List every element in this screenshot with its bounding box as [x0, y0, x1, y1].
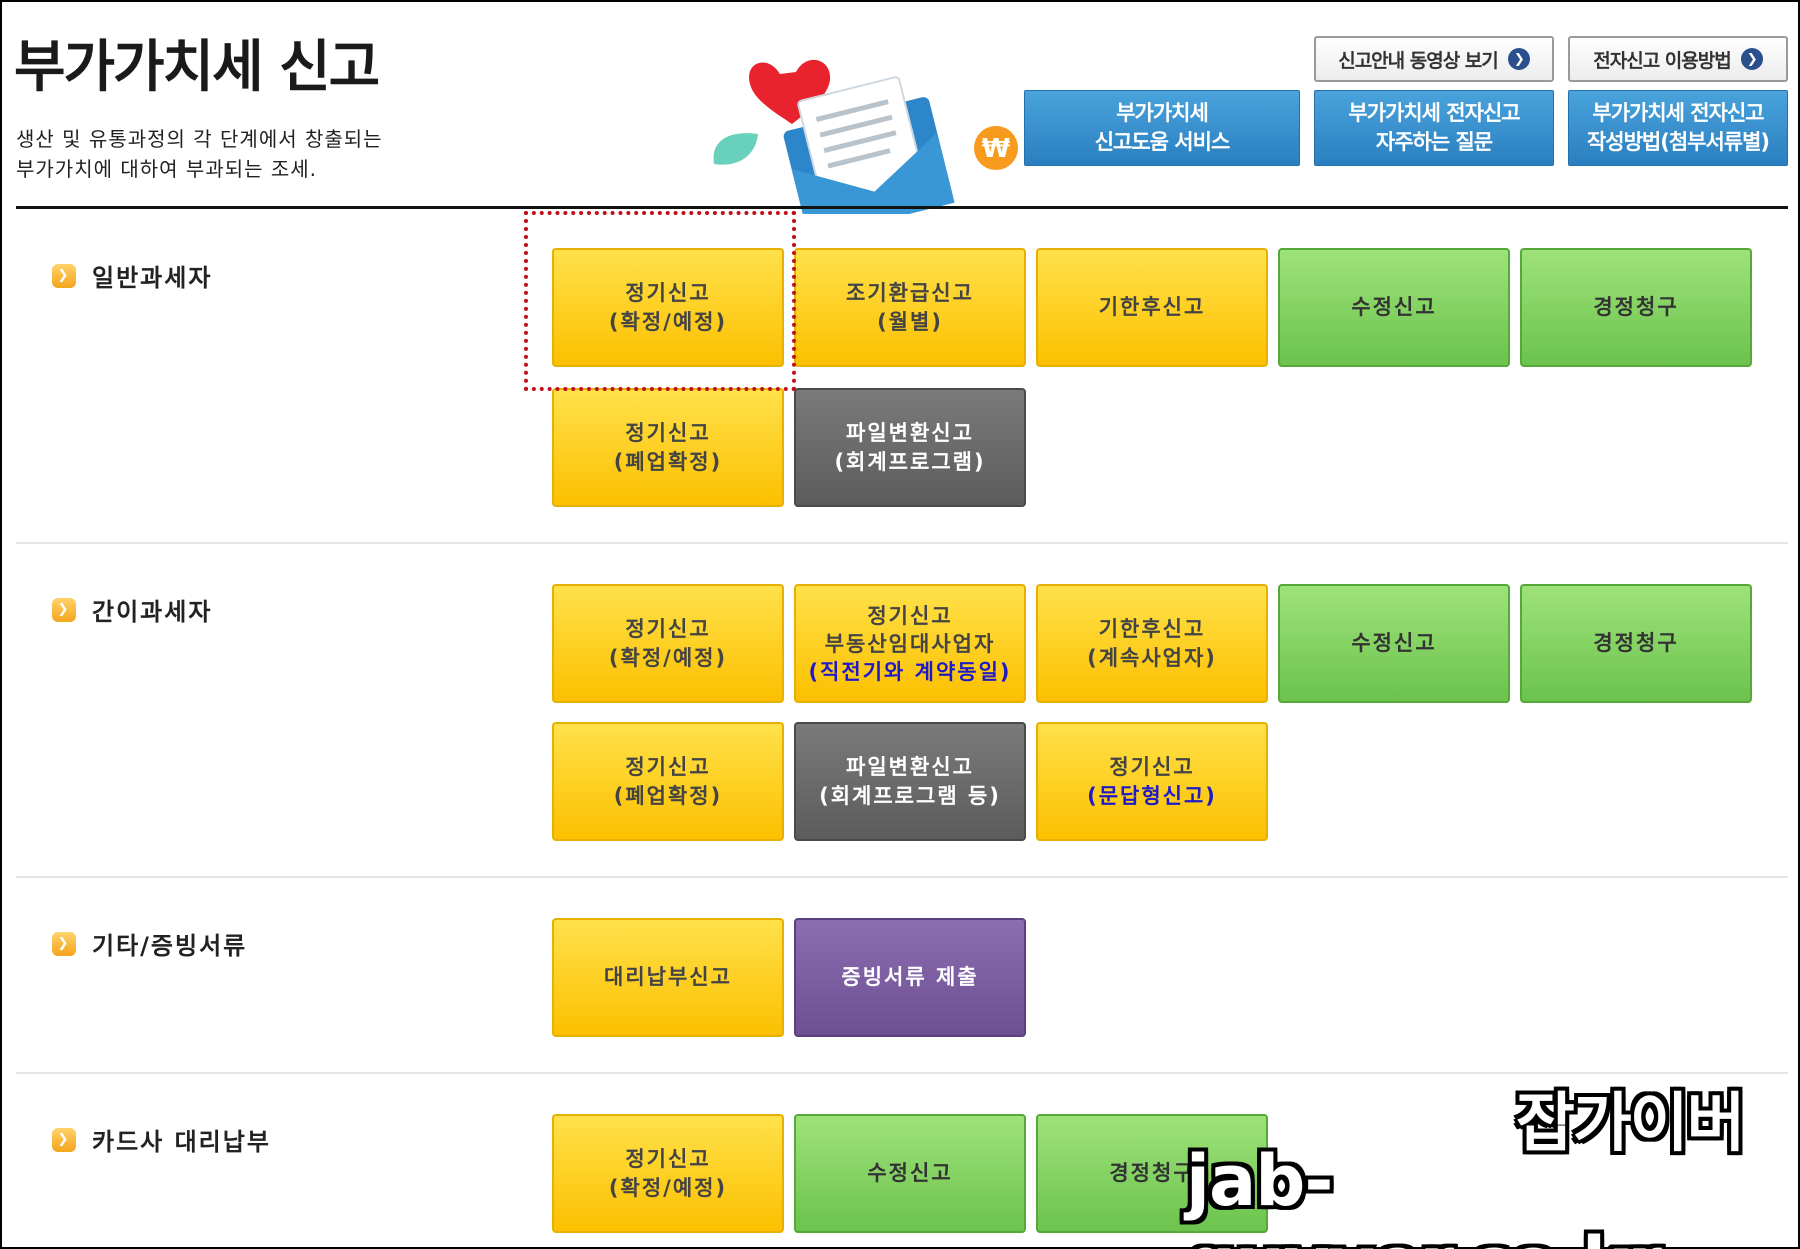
card-amended-filing-button[interactable]: 수정신고 — [794, 1114, 1026, 1233]
usage-guide-label: 전자신고 이용방법 — [1593, 49, 1731, 72]
tile-line: 조기환급신고 — [846, 280, 974, 305]
tile-line: 정기신고 — [625, 754, 711, 779]
section-label-card: ❯ 카드사 대리납부 — [52, 1122, 271, 1157]
section-divider — [16, 1072, 1788, 1074]
circle-arrow-icon: ❯ — [1507, 48, 1530, 70]
tile-line: (확정/예정) — [608, 1175, 728, 1200]
simple-regular-filing-button[interactable]: 정기신고 (확정/예정) — [552, 584, 784, 703]
tile-line: 정기신고 — [625, 616, 711, 641]
guide-video-button[interactable]: 신고안내 동영상 보기 ❯ — [1314, 36, 1554, 82]
general-regular-filing-button[interactable]: 정기신고 (확정/예정) — [552, 248, 784, 367]
general-correction-claim-button[interactable]: 경정청구 — [1520, 248, 1752, 367]
general-late-filing-button[interactable]: 기한후신고 — [1036, 248, 1268, 367]
tile-line: (월별) — [877, 309, 943, 334]
simple-late-filing-button[interactable]: 기한후신고 (계속사업자) — [1036, 584, 1268, 703]
description-line-1: 생산 및 유통과정의 각 단계에서 창출되는 — [16, 127, 383, 151]
card-regular-filing-button[interactable]: 정기신고 (확정/예정) — [552, 1114, 784, 1233]
watermark-url: jab-guyver.co.kr — [1186, 1140, 1662, 1249]
tile-line: 정기신고 — [1109, 754, 1195, 779]
general-closure-filing-button[interactable]: 정기신고 (폐업확정) — [552, 388, 784, 507]
highlight-box — [524, 211, 796, 391]
tile-line: (확정/예정) — [608, 309, 728, 334]
bullet-arrow-icon: ❯ — [52, 931, 76, 956]
section-title: 카드사 대리납부 — [92, 1128, 271, 1156]
filing-help-line-1: 부가가치세 — [1116, 101, 1209, 125]
usage-guide-button[interactable]: 전자신고 이용방법 ❯ — [1568, 36, 1788, 82]
tile-line: 정기신고 — [625, 420, 711, 445]
tile-line: 기한후신고 — [1098, 295, 1206, 319]
section-label-simple: ❯ 간이과세자 — [52, 592, 212, 627]
bullet-arrow-icon: ❯ — [52, 263, 76, 288]
section-title: 간이과세자 — [92, 598, 213, 626]
proxy-payment-filing-button[interactable]: 대리납부신고 — [552, 918, 784, 1037]
simple-file-conversion-button[interactable]: 파일변환신고 (회계프로그램 등) — [794, 722, 1026, 841]
tile-line: 파일변환신고 — [846, 420, 974, 445]
tile-line: 대리납부신고 — [604, 965, 732, 989]
guide-video-label: 신고안내 동영상 보기 — [1338, 49, 1499, 72]
tile-line: 정기신고 — [625, 1146, 711, 1171]
circle-arrow-icon: ❯ — [1740, 48, 1763, 70]
bullet-arrow-icon: ❯ — [52, 1127, 76, 1152]
tile-line: 증빙서류 제출 — [841, 965, 979, 989]
section-title: 기타/증빙서류 — [92, 932, 248, 960]
won-icon: ₩ — [982, 134, 1011, 164]
simple-closure-filing-button[interactable]: 정기신고 (폐업확정) — [552, 722, 784, 841]
simple-correction-claim-button[interactable]: 경정청구 — [1520, 584, 1752, 703]
tile-line: (폐업확정) — [613, 783, 723, 808]
tile-line: (계속사업자) — [1087, 645, 1217, 670]
tile-line-highlight: (문답형신고) — [1087, 783, 1217, 808]
tile-line: 파일변환신고 — [846, 754, 974, 779]
faq-line-1: 부가가치세 전자신고 — [1348, 101, 1520, 125]
tile-line: 정기신고 — [625, 280, 711, 305]
section-label-general: ❯ 일반과세자 — [52, 258, 212, 293]
filing-help-line-2: 신고도움 서비스 — [1094, 130, 1231, 154]
simple-qa-filing-button[interactable]: 정기신고 (문답형신고) — [1036, 722, 1268, 841]
faq-line-2: 자주하는 질문 — [1375, 130, 1493, 154]
section-label-other: ❯ 기타/증빙서류 — [52, 926, 247, 961]
page-description: 생산 및 유통과정의 각 단계에서 창출되는 부가가치에 대하여 부과되는 조세… — [16, 124, 383, 184]
section-divider — [16, 542, 1788, 544]
faq-button[interactable]: 부가가치세 전자신고 자주하는 질문 — [1314, 90, 1554, 166]
tile-line: 수정신고 — [1351, 631, 1437, 655]
tile-line: (회계프로그램) — [834, 449, 986, 474]
tile-line: 기한후신고 — [1098, 616, 1206, 641]
filing-help-service-button[interactable]: 부가가치세 신고도움 서비스 — [1024, 90, 1300, 166]
writing-method-line-1: 부가가치세 전자신고 — [1592, 101, 1764, 125]
general-early-refund-button[interactable]: 조기환급신고 (월별) — [794, 248, 1026, 367]
tile-line: 정기신고 — [867, 603, 953, 628]
tile-line: 수정신고 — [1351, 295, 1437, 319]
description-line-2: 부가가치에 대하여 부과되는 조세. — [16, 157, 318, 181]
writing-method-line-2: 작성방법(첨부서류별) — [1586, 130, 1770, 154]
tile-line: (회계프로그램 등) — [819, 783, 1001, 808]
tile-line: 수정신고 — [867, 1161, 953, 1185]
page-title: 부가가치세 신고 — [14, 35, 380, 100]
section-title: 일반과세자 — [92, 264, 213, 292]
general-file-conversion-button[interactable]: 파일변환신고 (회계프로그램) — [794, 388, 1026, 507]
tile-line-highlight: (직전기와 계약동일) — [808, 659, 1012, 684]
section-divider — [16, 876, 1788, 878]
tile-line: 경정청구 — [1593, 631, 1679, 655]
writing-method-button[interactable]: 부가가치세 전자신고 작성방법(첨부서류별) — [1568, 90, 1788, 166]
bullet-arrow-icon: ❯ — [52, 597, 76, 622]
card-correction-claim-button[interactable]: 경정청구 — [1036, 1114, 1268, 1233]
simple-amended-filing-button[interactable]: 수정신고 — [1278, 584, 1510, 703]
general-amended-filing-button[interactable]: 수정신고 — [1278, 248, 1510, 367]
tile-line: 경정청구 — [1109, 1161, 1195, 1185]
tile-line: 부동산임대사업자 — [824, 631, 996, 656]
tile-line: (폐업확정) — [613, 449, 723, 474]
envelope-illustration: ₩ — [713, 59, 1018, 214]
evidence-submission-button[interactable]: 증빙서류 제출 — [794, 918, 1026, 1037]
watermark-name: 잡가이버 — [1516, 1087, 1746, 1161]
tile-line: 경정청구 — [1593, 295, 1679, 319]
header-divider — [16, 206, 1788, 209]
simple-real-estate-filing-button[interactable]: 정기신고 부동산임대사업자 (직전기와 계약동일) — [794, 584, 1026, 703]
tile-line: (확정/예정) — [608, 645, 728, 670]
